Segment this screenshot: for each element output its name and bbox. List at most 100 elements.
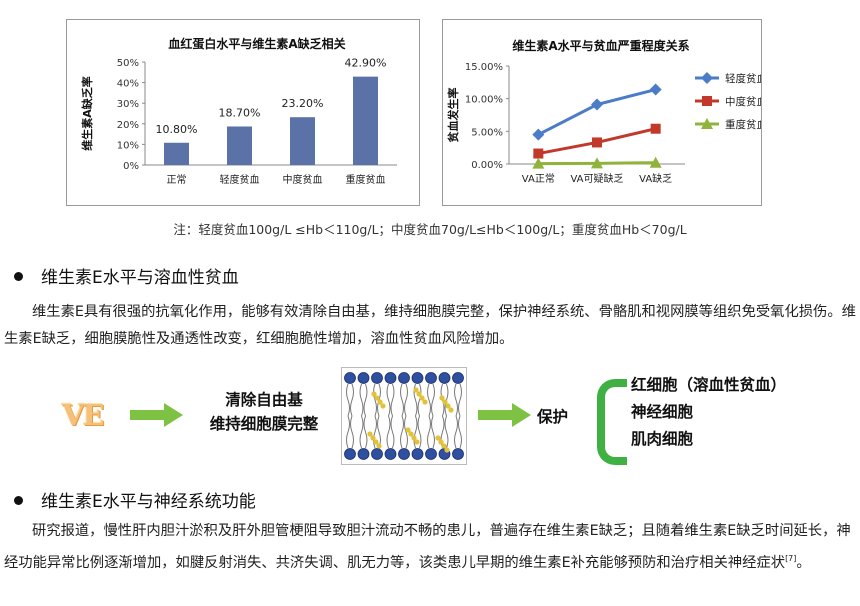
lipid-tail bbox=[359, 383, 364, 417]
vitamin-e-molecule bbox=[371, 391, 377, 397]
y-tick-label: 10% bbox=[117, 140, 139, 151]
x-tick-label: 中度贫血 bbox=[283, 173, 323, 186]
lipid-tail bbox=[458, 383, 462, 417]
diagram-protect-text: 保护 bbox=[537, 408, 569, 426]
vitamin-e-molecule bbox=[416, 391, 422, 397]
bar-chart: 血红蛋白水平与维生素A缺乏相关维生素A缺乏率0%10%20%30%40%50%1… bbox=[80, 36, 397, 186]
section-paragraph: 维生素E具有很强的抗氧化作用，能够有效清除自由基，维持细胞膜完整，保护神经系统、… bbox=[4, 304, 856, 347]
lipid-tail bbox=[444, 415, 449, 449]
x-tick-label: 正常 bbox=[167, 173, 187, 186]
x-tick-label: VA可疑缺乏 bbox=[570, 172, 623, 185]
vitamin-e-molecule bbox=[380, 403, 386, 409]
lipid-head bbox=[438, 372, 451, 384]
lipid-tail bbox=[373, 383, 377, 417]
citation: [7] bbox=[785, 554, 797, 563]
vitamin-e-molecule bbox=[438, 439, 444, 445]
ve-logo: VE bbox=[62, 398, 105, 432]
lipid-tail bbox=[346, 415, 350, 449]
lipid-tail bbox=[359, 415, 364, 449]
data-point bbox=[532, 157, 545, 169]
lipid-tail bbox=[431, 383, 435, 417]
y-tick-label: 0.00% bbox=[471, 160, 503, 171]
legend-label: 轻度贫血 bbox=[725, 72, 761, 85]
vitamin-e-molecule bbox=[405, 427, 411, 433]
bar bbox=[164, 142, 189, 165]
y-tick-label: 10.00% bbox=[465, 95, 503, 106]
x-tick-label: 轻度贫血 bbox=[220, 173, 260, 186]
bar-data-label: 18.70% bbox=[219, 106, 261, 119]
series-line bbox=[537, 88, 657, 136]
diagram-targets: 红细胞（溶血性贫血） 神经细胞 肌肉细胞 bbox=[631, 372, 786, 453]
diagram-function-line2: 维持细胞膜完整 bbox=[209, 415, 319, 433]
lipid-tail bbox=[454, 383, 458, 417]
lipid-head bbox=[411, 448, 424, 460]
lipid-head bbox=[384, 372, 397, 384]
lipid-tail bbox=[350, 383, 354, 417]
lipid-tail bbox=[427, 383, 431, 417]
lipid-tail bbox=[431, 415, 435, 449]
bar-data-label: 10.80% bbox=[156, 123, 198, 136]
vitamin-e-molecule bbox=[370, 435, 376, 441]
lipid-tail bbox=[413, 415, 418, 449]
vitamin-e-molecule bbox=[374, 395, 380, 401]
vitamin-e-molecule bbox=[419, 395, 425, 401]
lipid-tail bbox=[386, 415, 391, 449]
lipid-tail bbox=[390, 415, 395, 449]
cell-membrane-illustration bbox=[341, 367, 467, 465]
vitamin-e-molecule bbox=[439, 395, 445, 401]
section-heading-hemolytic-anemia: 维生素E水平与溶血性贫血 bbox=[14, 263, 239, 288]
data-point bbox=[591, 98, 603, 111]
section-heading-text: 维生素E水平与溶血性贫血 bbox=[41, 268, 239, 288]
x-tick-label: 重度贫血 bbox=[346, 173, 386, 186]
y-tick-label: 40% bbox=[117, 79, 139, 90]
vitamin-e-molecule bbox=[441, 443, 447, 449]
diagram-target-nerve-cell: 神经细胞 bbox=[631, 403, 694, 421]
vitamin-e-molecule bbox=[442, 399, 448, 405]
data-point bbox=[649, 83, 662, 96]
data-point bbox=[532, 128, 545, 141]
y-tick-label: 20% bbox=[117, 120, 139, 131]
y-axis-label: 贫血发生率 bbox=[446, 88, 460, 143]
vitamin-e-molecule bbox=[413, 387, 419, 393]
section-heading-text: 维生素E水平与神经系统功能 bbox=[41, 492, 256, 512]
vitamin-e-molecule bbox=[367, 431, 373, 437]
bar bbox=[290, 117, 315, 165]
lipid-tail bbox=[427, 415, 431, 449]
lipid-head bbox=[411, 372, 424, 384]
lipid-head bbox=[452, 372, 464, 384]
bullet-icon bbox=[14, 271, 23, 281]
y-tick-label: 15.00% bbox=[465, 62, 503, 73]
data-point bbox=[592, 137, 602, 148]
data-point bbox=[702, 96, 712, 106]
lipid-head bbox=[452, 448, 464, 460]
vitamin-e-molecule bbox=[444, 447, 450, 453]
bar-data-label: 42.90% bbox=[345, 57, 387, 70]
lipid-head bbox=[398, 372, 410, 384]
lipid-tail bbox=[400, 383, 404, 417]
vitamin-e-molecule bbox=[448, 407, 454, 413]
lipid-head bbox=[425, 372, 437, 384]
line-chart: 维生素A水平与贫血严重程度关系贫血发生率0.00%5.00%10.00%15.0… bbox=[446, 38, 761, 185]
chart-title: 维生素A水平与贫血严重程度关系 bbox=[512, 38, 689, 53]
data-point bbox=[701, 118, 713, 129]
lipid-head bbox=[344, 448, 356, 460]
y-tick-label: 30% bbox=[117, 99, 139, 110]
y-tick-label: 0% bbox=[123, 161, 139, 172]
lipid-tail bbox=[417, 383, 422, 417]
lipid-tail bbox=[417, 415, 422, 449]
diagram-function-text: 清除自由基 维持细胞膜完整 bbox=[194, 388, 334, 436]
x-tick-label: VA缺乏 bbox=[639, 172, 672, 185]
data-point bbox=[591, 157, 603, 169]
vitamin-e-molecule bbox=[414, 439, 420, 445]
lipid-tail bbox=[350, 415, 354, 449]
lipid-tail bbox=[458, 415, 462, 449]
lipid-head bbox=[384, 448, 397, 460]
lipid-tail bbox=[454, 415, 458, 449]
arrow-right-icon bbox=[478, 403, 531, 427]
lipid-head bbox=[357, 372, 370, 384]
bar bbox=[227, 126, 252, 165]
diagram-function-line1: 清除自由基 bbox=[225, 391, 303, 409]
y-tick-label: 50% bbox=[117, 58, 139, 69]
lipid-tail bbox=[404, 415, 408, 449]
